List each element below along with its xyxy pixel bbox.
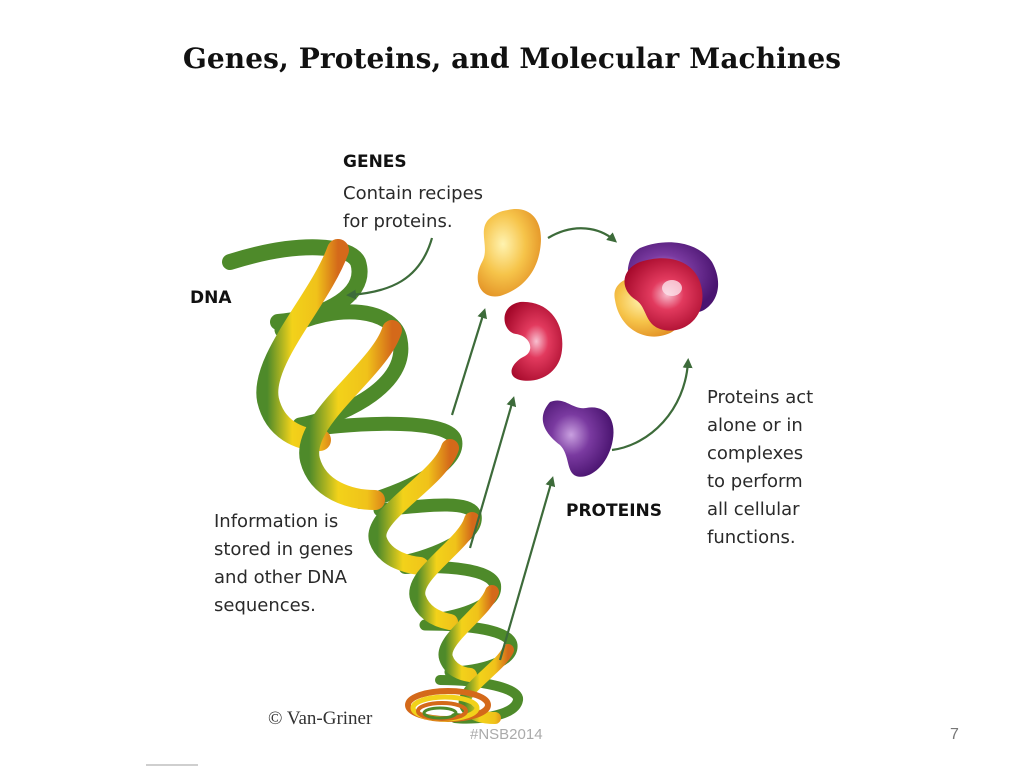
dna-label: DNA [190,288,232,308]
protein-yellow [477,209,541,297]
information-text-line: Information is [214,511,339,532]
purple-to-complex-arrow [611,358,693,452]
proteins-act-text-line: functions. [707,527,796,548]
proteins-act-text-line: alone or in [707,415,803,436]
slide-title: Genes, Proteins, and Molecular Machines [182,42,842,75]
dna-to-purple-protein-arrow [498,476,556,661]
dna-helix [222,239,523,724]
genes-description-line: for proteins. [343,211,453,232]
information-text-line: stored in genes [214,539,354,560]
genes-heading: GENES [343,152,407,172]
proteins-act-text-line: complexes [707,443,804,464]
genes-to-dna-arrow [346,237,434,300]
proteins-act-text-line: to perform [707,471,803,492]
copyright-notice: © Van-Griner [268,708,373,729]
arrows [346,227,693,661]
protein-purple [542,400,614,477]
protein-to-complex-arrow [547,227,618,243]
proteins-label: PROTEINS [566,501,663,521]
dna-to-yellow-protein-arrow [450,308,487,416]
proteins-act-text-line: all cellular [707,499,800,520]
hashtag-footer: #NSB2014 [470,726,543,743]
footer-divider [146,764,198,766]
proteins-act-text-line: Proteins act [707,387,814,408]
genes-description-line: Contain recipes [343,183,484,204]
information-text-line: and other DNA [214,567,347,588]
protein-red [504,301,563,381]
information-text-line: sequences. [214,595,316,616]
dna-to-red-protein-arrow [468,396,517,549]
page-number: 7 [950,726,959,743]
protein-complex [614,242,719,337]
